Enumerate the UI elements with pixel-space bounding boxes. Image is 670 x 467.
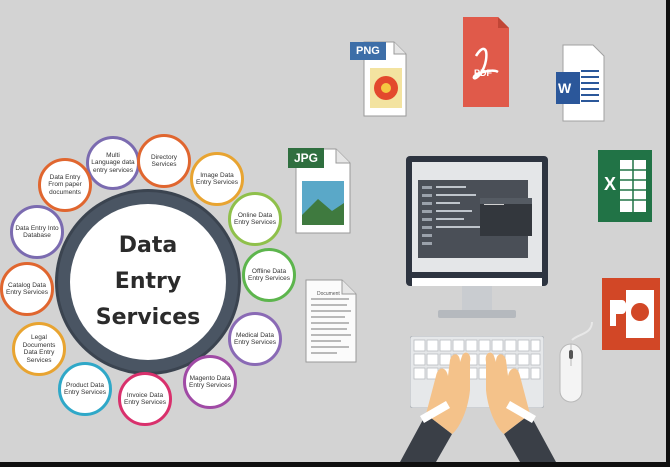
node-offline: Offline Data Entry Services	[242, 248, 296, 302]
excel-file-icon	[598, 150, 652, 222]
node-product: Product Data Entry Services	[58, 362, 112, 416]
node-image: Image Data Entry Services	[190, 152, 244, 206]
monitor-icon	[406, 156, 548, 318]
hub-title-line-3: Services	[95, 305, 201, 330]
node-catalog: Catalog Data Entry Services	[0, 262, 54, 316]
excel-letter: X	[604, 174, 617, 194]
node-legal-documents: Legal Documents Data Entry Services	[12, 322, 66, 376]
node-magento: Magento Data Entry Services	[183, 355, 237, 409]
hub-title-line-1: Data	[118, 233, 178, 258]
hub-title: Data Entry Services	[70, 204, 226, 360]
pdf-file-icon	[463, 17, 509, 107]
node-database: Data Entry Into Database	[10, 205, 64, 259]
png-label: PNG	[350, 42, 386, 60]
powerpoint-file-icon	[602, 278, 660, 350]
node-paper-documents: Data Entry From paper documents	[38, 158, 92, 212]
mouse-icon	[559, 321, 593, 403]
node-online: Online Data Entry Services	[228, 192, 282, 246]
pdf-label: PDF	[474, 68, 492, 78]
node-directory: Directory Services	[137, 134, 191, 188]
word-file-icon	[556, 44, 605, 122]
word-letter: W	[558, 80, 572, 96]
node-multi-language: Multi Language data entry services	[86, 136, 140, 190]
jpg-file-icon	[295, 148, 351, 234]
services-hub: Data Entry Services	[58, 192, 238, 372]
text-document-icon	[305, 279, 357, 363]
node-invoice: Invoice Data Entry Services	[118, 372, 172, 426]
node-medical: Medical Data Entry Services	[228, 312, 282, 366]
hub-title-line-2: Entry	[114, 269, 182, 294]
document-title: Document	[317, 291, 340, 297]
jpg-label: JPG	[288, 148, 325, 168]
typing-hands-icon	[400, 352, 556, 462]
png-file-icon	[363, 41, 407, 117]
